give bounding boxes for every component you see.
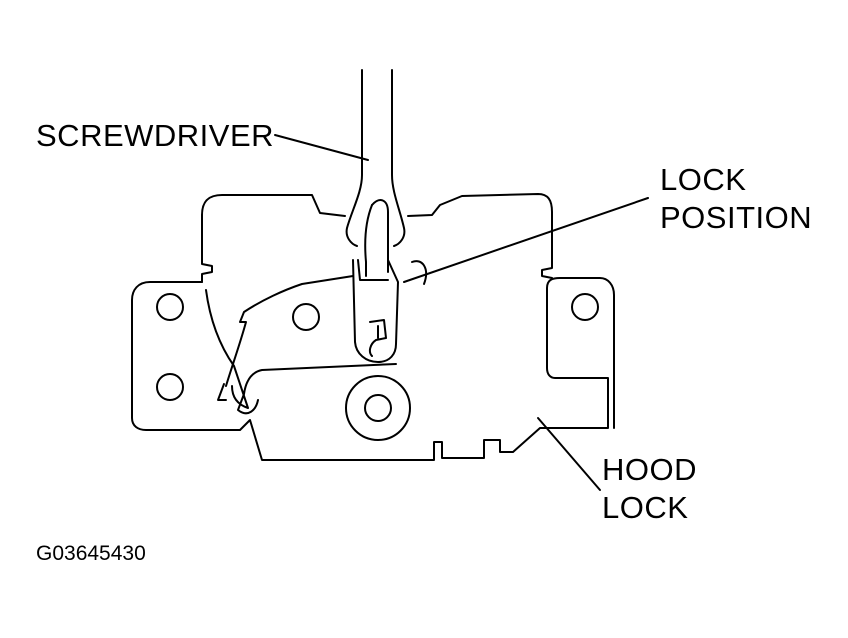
screwdriver-leader	[274, 134, 369, 161]
hood-lock-label-line2: LOCK	[602, 490, 689, 525]
latch-lever	[205, 259, 428, 415]
mounting-holes	[156, 293, 599, 441]
hood-lock-leader	[537, 417, 601, 491]
lock-position-leader	[403, 197, 649, 283]
lock-position-label-line2: POSITION	[660, 200, 813, 235]
leader-lines	[274, 134, 649, 491]
screwdriver-label: SCREWDRIVER	[36, 118, 275, 153]
screwdriver	[345, 69, 406, 277]
lock-position-label-line1: LOCK	[660, 162, 747, 197]
figure-code: G03645430	[36, 542, 146, 565]
hood-lock-body	[131, 193, 615, 461]
hood-lock-label-line1: HOOD	[602, 452, 697, 487]
